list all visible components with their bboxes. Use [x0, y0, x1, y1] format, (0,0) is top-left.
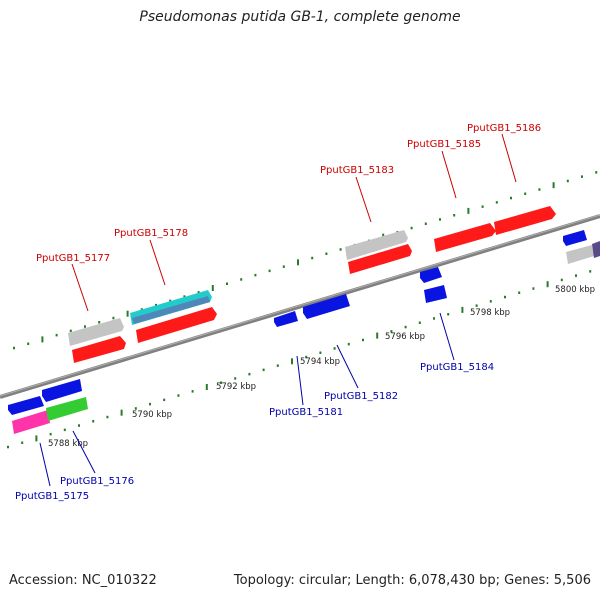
genome-backbone-highlight — [0, 214, 600, 397]
gene-5178-steel[interactable] — [132, 296, 210, 324]
gene-5184-blue-b[interactable] — [424, 285, 447, 303]
gene-5184-blue-a[interactable] — [420, 267, 442, 283]
gene-label-5184[interactable]: PputGB1_5184 — [420, 362, 494, 373]
gene-label-5177[interactable]: PputGB1_5177 — [36, 253, 110, 264]
leader-5181 — [296, 355, 304, 406]
gene-labels: PputGB1_5177 PputGB1_5178 PputGB1_5183 P… — [15, 123, 541, 502]
gene-5177-red[interactable] — [72, 336, 126, 363]
gene-label-5186[interactable]: PputGB1_5186 — [467, 123, 541, 134]
gene-label-5185[interactable]: PputGB1_5185 — [407, 139, 481, 150]
gene-edge-gray[interactable] — [566, 245, 594, 264]
gene-5183-red[interactable] — [348, 244, 412, 274]
scale-label-5796: 5796 kbp — [385, 332, 425, 342]
gene-5175-blue[interactable] — [8, 396, 44, 415]
gene-label-5178[interactable]: PputGB1_5178 — [114, 228, 188, 239]
gene-label-5175[interactable]: PputGB1_5175 — [15, 491, 89, 502]
gene-5185-red[interactable] — [434, 223, 496, 252]
scale-label-5792: 5792 kbp — [216, 382, 256, 392]
leader-5175 — [39, 442, 51, 487]
reverse-strand-genes — [8, 230, 600, 434]
gene-edge-blue[interactable] — [563, 230, 587, 246]
gene-5177-gray[interactable] — [68, 318, 124, 346]
gene-5182-blue[interactable] — [303, 294, 350, 319]
scale-label-5800: 5800 kbp — [555, 285, 595, 295]
gene-5176-green[interactable] — [46, 397, 88, 421]
leader-5183 — [355, 176, 372, 223]
gene-5186-red[interactable] — [494, 206, 556, 235]
scale-label-5794: 5794 kbp — [300, 357, 340, 367]
gene-label-5183[interactable]: PputGB1_5183 — [320, 165, 394, 176]
gene-label-5181[interactable]: PputGB1_5181 — [269, 407, 343, 418]
leader-5182 — [336, 344, 359, 389]
leader-5184 — [439, 312, 455, 361]
leader-5177 — [71, 263, 89, 312]
gene-5183-gray[interactable] — [345, 230, 408, 260]
gene-edge-purple[interactable] — [592, 241, 600, 258]
genome-backbone — [0, 214, 600, 399]
leader-5186 — [501, 133, 517, 183]
leader-5176 — [72, 430, 96, 474]
gene-5181-blue[interactable] — [274, 311, 298, 327]
gene-5175-magenta[interactable] — [12, 410, 50, 434]
scale-label-5798: 5798 kbp — [470, 308, 510, 318]
gene-label-5182[interactable]: PputGB1_5182 — [324, 391, 398, 402]
genome-title: Pseudomonas putida GB-1, complete genome — [139, 9, 461, 25]
forward-strand-genes — [68, 206, 594, 363]
gene-label-5176[interactable]: PputGB1_5176 — [60, 476, 134, 487]
scale-label-5788: 5788 kbp — [48, 439, 88, 449]
scale-label-5790: 5790 kbp — [132, 410, 172, 420]
gene-5176-blue[interactable] — [42, 379, 82, 402]
leader-5185 — [441, 150, 457, 199]
accession-text: Accession: NC_010322 — [9, 573, 157, 588]
genome-summary-text: Topology: circular; Length: 6,078,430 bp… — [233, 573, 591, 588]
gene-5178-red[interactable] — [136, 307, 217, 343]
label-leader-lines — [39, 133, 517, 487]
scale-labels: 5788 kbp 5790 kbp 5792 kbp 5794 kbp 5796… — [48, 285, 595, 449]
leader-5178 — [149, 239, 166, 286]
